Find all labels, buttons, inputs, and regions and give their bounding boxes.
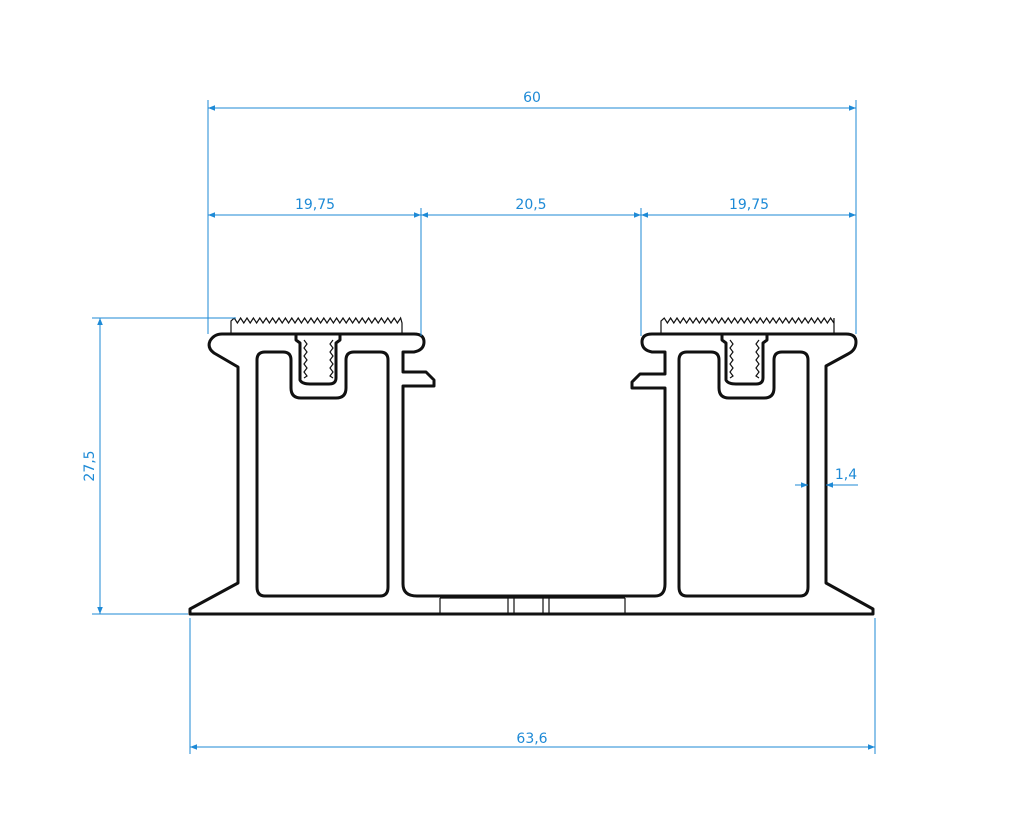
dim-right-section: 19,75	[729, 197, 769, 213]
left-thread-detail	[303, 339, 334, 379]
dim-overall-top-width: 60	[523, 90, 541, 106]
dim-height: 27,5	[82, 450, 98, 481]
rail-profile	[188, 316, 875, 616]
dim-base-width: 63,6	[516, 731, 547, 747]
right-thread-detail	[729, 339, 760, 379]
dim-wall-thickness: 1,4	[835, 467, 857, 483]
left-grip-serration	[230, 316, 403, 334]
right-chamber	[677, 350, 810, 598]
right-grip-serration	[660, 316, 835, 334]
profile-outline	[188, 332, 875, 616]
dim-left-section: 19,75	[295, 197, 335, 213]
dim-middle-gap: 20,5	[515, 197, 546, 213]
left-chamber	[255, 350, 390, 598]
extension-lines	[92, 100, 876, 754]
bottom-channel	[439, 597, 626, 614]
dimension-layer: 60 19,75 20,5 19,75 27,5 1,4 63,6	[82, 90, 876, 754]
